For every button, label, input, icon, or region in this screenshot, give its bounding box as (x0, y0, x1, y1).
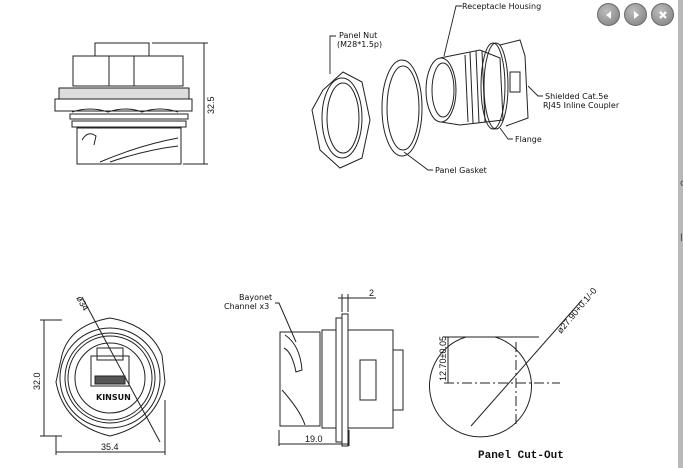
viewer-edge-scrollbar[interactable] (678, 0, 683, 468)
dim-cutout-flat: 12.70±0.05 (438, 336, 448, 381)
side-view-cap (94, 42, 150, 57)
arrow-left-icon (605, 10, 611, 19)
dim-profile-length: 19.0 (305, 434, 323, 444)
background-text-fragment: l (680, 233, 683, 244)
callout-inline-coupler: RJ45 Inline Coupler (543, 101, 620, 110)
previous-button[interactable] (597, 3, 620, 26)
viewer-controls (597, 3, 674, 26)
callout-flange: Flange (515, 135, 542, 144)
arrow-right-icon (633, 10, 639, 19)
next-button[interactable] (624, 3, 647, 26)
profile-view (275, 294, 404, 447)
close-button[interactable] (651, 3, 674, 26)
background-text-fragment: c (680, 178, 683, 189)
front-view (40, 296, 166, 455)
side-view (54, 42, 208, 165)
exploded-view (311, 39, 529, 169)
callout-panel-nut-spec: (M28*1.5p) (337, 40, 382, 49)
receptacle-drawing (425, 39, 529, 130)
side-view-bayonet-sleeve (76, 127, 182, 165)
callout-panel-gasket: Panel Gasket (435, 166, 487, 175)
dim-front-width: 35.4 (101, 442, 119, 452)
callout-bayonet-channel: Channel x3 (224, 302, 269, 311)
close-x-icon (658, 10, 667, 19)
panel-cutout (429, 299, 583, 438)
dim-cutout-diameter: ø27.90+0.1/-0 (555, 286, 599, 336)
callout-leaders (329, 5, 543, 171)
dim-flange-thickness: 2 (369, 288, 374, 298)
callout-panel-nut: Panel Nut (339, 31, 377, 40)
callout-receptacle-housing: Receptacle Housing (462, 2, 541, 11)
callout-bayonet: Bayonet (239, 293, 272, 302)
panel-nut-drawing (311, 71, 371, 169)
cutout-title: Panel Cut-Out (478, 450, 564, 462)
dim-side-height: 32.5 (206, 96, 216, 114)
callout-shielded: Shielded Cat.5e (545, 92, 608, 101)
panel-gasket-drawing (381, 59, 423, 157)
brand-label: KINSUN (96, 393, 131, 402)
dim-front-diameter: ø34 (74, 294, 90, 312)
dim-front-height: 32.0 (32, 372, 42, 390)
side-view-body (72, 55, 184, 87)
